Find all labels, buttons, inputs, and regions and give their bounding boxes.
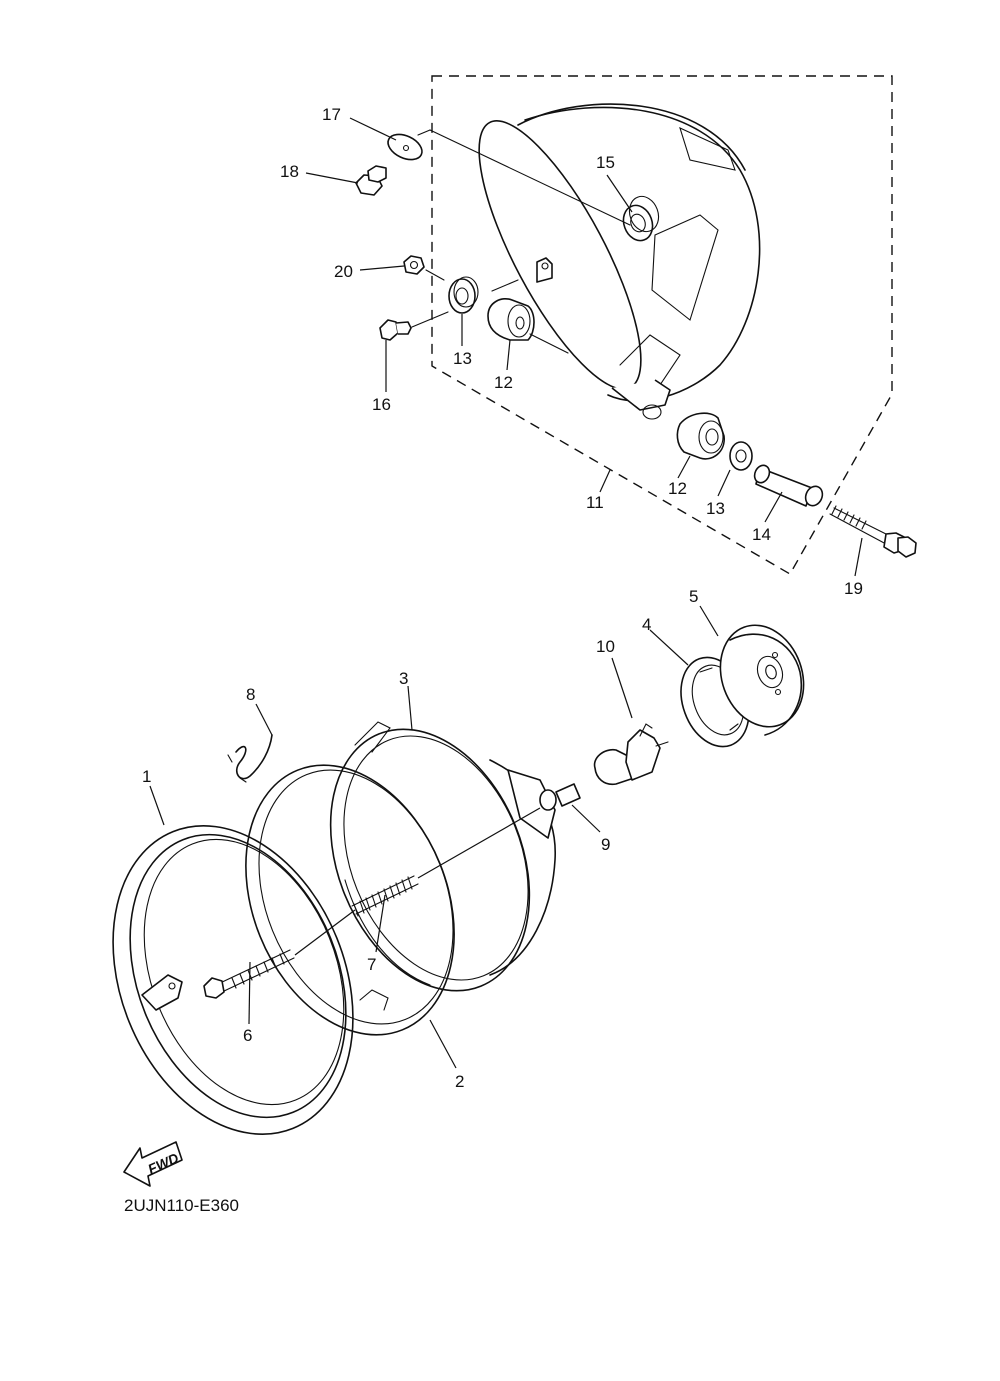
- reflector-3: [329, 721, 556, 992]
- callout-3: 3: [399, 669, 408, 688]
- screw-6: [203, 949, 295, 999]
- spacer-14: [753, 464, 824, 507]
- screw-16: [379, 319, 412, 341]
- damper-12-upper: [487, 298, 535, 341]
- callout-1: 1: [142, 767, 151, 786]
- bolt-18: [355, 165, 387, 196]
- ring-2: [245, 764, 455, 1036]
- housing-group-boundary: [431, 75, 893, 575]
- callout-12-upper: 12: [494, 373, 513, 392]
- callout-2: 2: [455, 1072, 464, 1091]
- callout-19: 19: [844, 579, 863, 598]
- washer-17: [387, 133, 423, 161]
- callout-12-lower: 12: [668, 479, 687, 498]
- collar-13-lower: [729, 441, 753, 471]
- clip-8: [227, 734, 273, 783]
- collar-13-upper: [448, 276, 479, 314]
- callout-15: 15: [596, 153, 615, 172]
- callout-11: 11: [586, 493, 604, 512]
- callout-5: 5: [689, 587, 698, 606]
- socket-9: [539, 783, 581, 811]
- diagram-code: 2UJN110-E360: [124, 1196, 239, 1215]
- callout-13-upper: 13: [453, 349, 472, 368]
- callout-16: 16: [372, 395, 391, 414]
- fwd-arrow-icon: FWD: [123, 1141, 183, 1187]
- callout-10: 10: [596, 637, 615, 656]
- callouts: 17 18 15 20 13 12 16 11 12 13 14 19 5 4 …: [142, 105, 863, 1091]
- callout-9: 9: [601, 835, 610, 854]
- callout-14: 14: [752, 525, 771, 544]
- damper-12-lower: [676, 412, 725, 460]
- leader-lines: [149, 117, 863, 1069]
- callout-20: 20: [334, 262, 353, 281]
- bulb-10: [593, 723, 669, 786]
- nut-20: [403, 255, 425, 275]
- callout-13-lower: 13: [706, 499, 725, 518]
- callout-8: 8: [246, 685, 255, 704]
- callout-7: 7: [367, 955, 376, 974]
- callout-17: 17: [322, 105, 341, 124]
- cover-5: [719, 624, 805, 736]
- bolt-19: [829, 505, 917, 558]
- callout-4: 4: [642, 615, 651, 634]
- grommet-15: [622, 195, 660, 242]
- callout-6: 6: [243, 1026, 252, 1045]
- headlight-housing: [478, 103, 761, 420]
- callout-18: 18: [280, 162, 299, 181]
- spring-7: [351, 875, 419, 917]
